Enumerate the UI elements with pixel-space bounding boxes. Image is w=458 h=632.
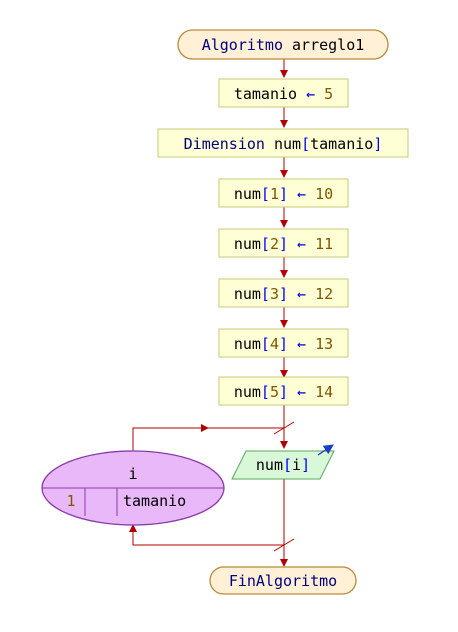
output-arrow-icon [317,444,334,456]
process-assign-num-2[interactable]: num[2] ← 11 [218,228,349,258]
output-text: num[i] [256,456,310,474]
end-terminal[interactable]: FinAlgoritmo [209,566,357,595]
assign-tamanio-text: tamanio ← 5 [234,85,333,103]
for-loop-node[interactable]: i 1 tamanio [41,450,225,526]
loop-to: tamanio [123,492,186,510]
process-assign-num-5[interactable]: num[5] ← 14 [218,376,349,406]
assign-num-text: num[2] ← 11 [234,235,333,253]
loop-tick [273,538,295,552]
loop-connectors [129,421,295,552]
start-terminal[interactable]: Algoritmo arreglo1 [177,29,389,60]
loop-var: i [128,465,137,483]
loop-enter-connector [132,424,209,452]
output-node[interactable]: num[i] [231,444,335,480]
process-assign-num-1[interactable]: num[1] ← 10 [218,178,349,208]
start-label: Algoritmo arreglo1 [202,36,365,54]
loop-tick [273,421,295,435]
assign-num-text: num[1] ← 10 [234,185,333,203]
loop-from: 1 [66,492,75,510]
assign-num-text: num[4] ← 13 [234,335,333,353]
process-assign-num-3[interactable]: num[3] ← 12 [218,278,349,308]
assign-num-text: num[5] ← 14 [234,383,333,401]
process-assign-tamanio[interactable]: tamanio ← 5 [218,78,349,108]
end-label: FinAlgoritmo [229,572,337,590]
process-assign-num-4[interactable]: num[4] ← 13 [218,328,349,358]
loop-return-connector [129,524,284,546]
assign-num-text: num[3] ← 12 [234,285,333,303]
process-dimension[interactable]: Dimension num[tamanio] [157,128,409,158]
dimension-text: Dimension num[tamanio] [184,135,383,153]
